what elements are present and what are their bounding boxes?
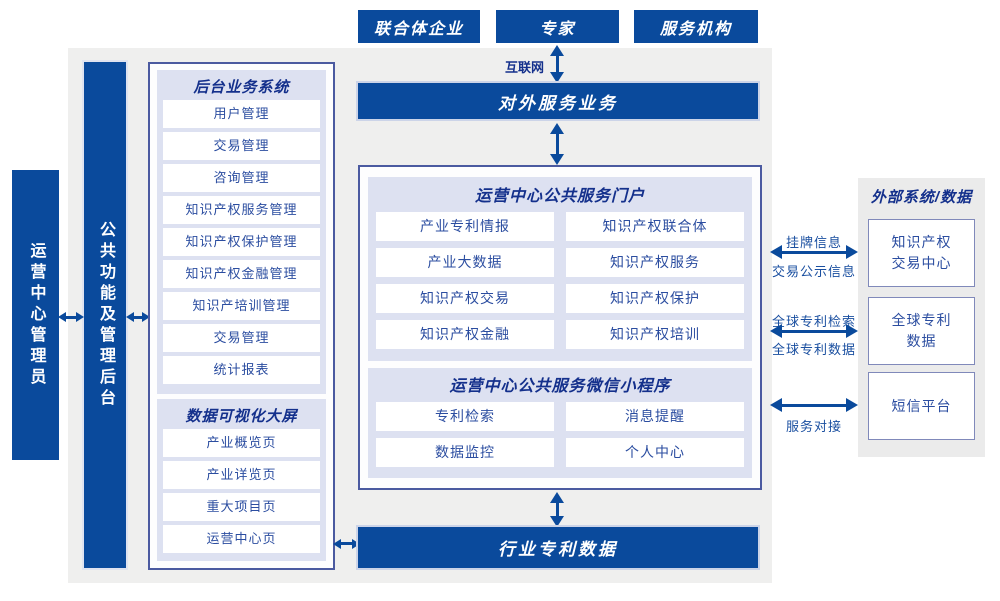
portal-panel: 运营中心公共服务门户 产业专利情报 知识产权联合体 产业大数据 知识产权服务 知… [368,177,752,361]
internet-double-arrow-icon [550,45,564,83]
backend-item: 统计报表 [163,356,320,384]
miniprogram-title: 运营中心公共服务微信小程序 [449,378,671,395]
link-label-service-connect: 服务对接 [785,419,842,434]
external-box-sms-platform: 短信平台 [868,372,975,440]
actor-consortium-enterprise: 联合体企业 [358,10,480,43]
dashboard-title: 数据可视化大屏 [185,408,298,425]
industry-patent-data-bar: 行业专利数据 [356,525,760,570]
miniprogram-item: 专利检索 [376,402,554,431]
external-systems-title: 外部系统/数据 [870,189,973,206]
link-label-global-patent-data: 全球专利数据 [771,342,856,357]
global-patent-data-arrow-icon [770,324,858,338]
miniprogram-item: 数据监控 [376,438,554,467]
portal-grid: 产业专利情报 知识产权联合体 产业大数据 知识产权服务 知识产权交易 知识产权保… [376,212,744,349]
backend-item: 知识产权金融管理 [163,260,320,288]
backend-system-list: 用户管理 交易管理 咨询管理 知识产权服务管理 知识产权保护管理 知识产权金融管… [163,100,320,384]
miniprogram-grid: 专利检索 消息提醒 数据监控 个人中心 [376,402,744,467]
backend-to-column-arrow-icon [126,311,150,323]
actor-service-organization: 服务机构 [634,10,758,43]
backend-item: 用户管理 [163,100,320,128]
backend-item: 知识产权保护管理 [163,228,320,256]
portal-item: 知识产权培训 [566,320,744,349]
service-to-portal-arrow-icon [550,123,564,165]
internet-label: 互联网 [504,60,544,75]
link-label-trade-publicity: 交易公示信息 [771,264,856,279]
dashboard-item: 重大项目页 [163,493,320,521]
backend-system-panel: 后台业务系统 用户管理 交易管理 咨询管理 知识产权服务管理 知识产权保护管理 … [157,70,326,394]
public-functions-label: 公共功能及管理后台 [97,220,114,410]
backend-item: 交易管理 [163,132,320,160]
external-box-global-patent-data: 全球专利 数据 [868,297,975,365]
portal-item: 知识产权保护 [566,284,744,313]
dashboard-list: 产业概览页 产业详览页 重大项目页 运营中心页 [163,429,320,553]
portal-item: 产业大数据 [376,248,554,277]
external-service-bar: 对外服务业务 [356,81,760,121]
portal-item: 产业专利情报 [376,212,554,241]
dashboard-item: 运营中心页 [163,525,320,553]
backend-system-title: 后台业务系统 [193,79,290,96]
backend-item: 交易管理 [163,324,320,352]
actor-expert: 专家 [496,10,619,43]
backend-item: 知识产权服务管理 [163,196,320,224]
portal-item: 知识产权交易 [376,284,554,313]
dashboard-panel: 数据可视化大屏 产业概览页 产业详览页 重大项目页 运营中心页 [157,399,326,561]
ops-center-admin-bar: 运营中心管理员 [12,170,59,460]
ops-center-admin-label: 运营中心管理员 [27,241,45,389]
backend-item: 知识产培训管理 [163,292,320,320]
portal-item: 知识产权金融 [376,320,554,349]
portal-to-industry-data-arrow-icon [550,492,564,527]
admin-to-backend-arrow-icon [58,311,84,323]
portal-frame: 运营中心公共服务门户 产业专利情报 知识产权联合体 产业大数据 知识产权服务 知… [358,165,762,490]
backend-item: 咨询管理 [163,164,320,192]
public-functions-bar: 公共功能及管理后台 [82,60,128,570]
miniprogram-item: 个人中心 [566,438,744,467]
backend-column-frame: 后台业务系统 用户管理 交易管理 咨询管理 知识产权服务管理 知识产权保护管理 … [148,62,335,570]
miniprogram-item: 消息提醒 [566,402,744,431]
sms-platform-arrow-icon [770,398,858,412]
external-box-ip-trade-center: 知识产权 交易中心 [868,219,975,287]
portal-item: 知识产权服务 [566,248,744,277]
dashboard-item: 产业概览页 [163,429,320,457]
dashboard-item: 产业详览页 [163,461,320,489]
portal-item: 知识产权联合体 [566,212,744,241]
link-label-listing-info: 挂牌信息 [785,235,842,250]
ip-trade-center-arrow-icon [770,245,858,259]
miniprogram-panel: 运营中心公共服务微信小程序 专利检索 消息提醒 数据监控 个人中心 [368,368,752,478]
link-label-global-patent-search: 全球专利检索 [771,314,856,329]
portal-title: 运营中心公共服务门户 [474,188,645,205]
